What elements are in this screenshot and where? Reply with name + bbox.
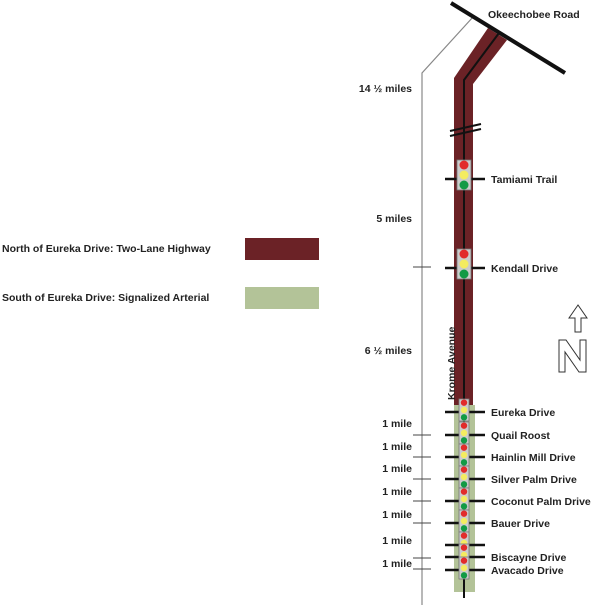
distance-label: 1 mile — [382, 463, 412, 475]
krome-avenue-label: Krome Avenue — [446, 327, 458, 400]
street-label: Tamiami Trail — [491, 174, 557, 186]
distance-label: 1 mile — [382, 418, 412, 430]
cross-street: Kendall Drive — [445, 248, 558, 280]
cross-street: Eureka Drive — [445, 398, 555, 422]
traffic-signal-icon — [456, 159, 472, 191]
street-label: Hainlin Mill Drive — [491, 452, 576, 464]
street-label: Avacado Drive — [491, 565, 564, 577]
street-label: Eureka Drive — [491, 407, 555, 419]
okeechobee-road-line — [449, 1, 567, 75]
traffic-signal-icon — [458, 509, 470, 533]
cross-street: Tamiami Trail — [445, 159, 557, 191]
legend-label-highway: North of Eureka Drive: Two-Lane Highway — [2, 243, 211, 255]
legend: North of Eureka Drive: Two-Lane Highway … — [2, 238, 319, 309]
legend-swatch-arterial — [245, 287, 319, 309]
traffic-signal-icon — [458, 421, 470, 445]
distance-label: 14 ½ miles — [359, 83, 412, 95]
traffic-signal-icon — [458, 487, 470, 511]
north-arrow-icon — [558, 304, 588, 373]
okeechobee-road-label: Okeechobee Road — [488, 9, 580, 21]
distance-label: 1 mile — [382, 486, 412, 498]
break-marks — [449, 123, 482, 137]
cross-street: Silver Palm Drive — [445, 465, 577, 489]
distance-label: 1 mile — [382, 441, 412, 453]
cross-street: Avacado Drive — [445, 556, 564, 580]
street-label: Quail Roost — [491, 430, 550, 442]
distance-label: 1 mile — [382, 535, 412, 547]
street-label: Coconut Palm Drive — [491, 496, 591, 508]
legend-label-arterial: South of Eureka Drive: Signalized Arteri… — [2, 292, 209, 304]
traffic-signal-icon — [458, 465, 470, 489]
legend-swatch-highway — [245, 238, 319, 260]
distance-label: 1 mile — [382, 509, 412, 521]
traffic-signal-icon — [458, 443, 470, 467]
cross-street: Hainlin Mill Drive — [445, 443, 576, 467]
distance-label: 1 mile — [382, 558, 412, 570]
street-label: Biscayne Drive — [491, 552, 566, 564]
street-label: Silver Palm Drive — [491, 474, 577, 486]
traffic-signal-icon — [456, 248, 472, 280]
distance-label: 6 ½ miles — [365, 345, 412, 357]
street-label: Bauer Drive — [491, 518, 550, 530]
cross-street: Bauer Drive — [445, 509, 550, 533]
cross-street: Quail Roost — [445, 421, 550, 445]
street-label: Kendall Drive — [491, 263, 558, 275]
distance-ruler — [421, 16, 474, 605]
traffic-signal-icon — [458, 556, 470, 580]
traffic-signal-icon — [458, 398, 470, 422]
two-lane-highway-segment — [454, 28, 507, 410]
distance-label: 5 miles — [376, 213, 412, 225]
cross-street: Coconut Palm Drive — [445, 487, 591, 511]
